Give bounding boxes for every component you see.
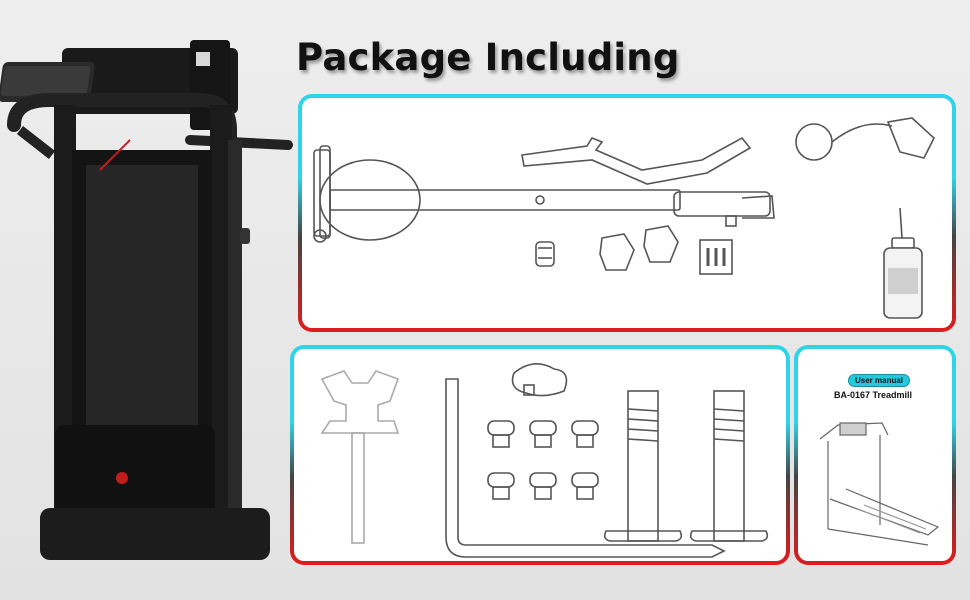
- lubricant-bottle: [883, 207, 923, 319]
- user-manual-panel: User manual BA-0167 Treadmill: [794, 345, 956, 565]
- end-cap: [535, 241, 555, 267]
- treadmill-frame: [313, 145, 775, 243]
- wrench: [320, 370, 400, 544]
- page-title: Package Including: [296, 36, 680, 79]
- bolts: [603, 390, 769, 542]
- safety-key-clip: [795, 117, 935, 161]
- allen-key: [445, 378, 726, 558]
- manual-treadmill-illustration: [819, 422, 940, 546]
- hardware-card: [699, 239, 733, 275]
- user-manual-badge: User manual: [848, 374, 911, 387]
- foot-caps: [599, 225, 679, 271]
- knob: [511, 363, 568, 397]
- screws: [487, 420, 599, 500]
- manual-model: BA-0167 Treadmill: [834, 390, 913, 400]
- top-parts-panel: [298, 94, 956, 332]
- treadmill-photo: [0, 40, 293, 560]
- tools-panel: [290, 345, 790, 565]
- handlebar: [521, 136, 752, 185]
